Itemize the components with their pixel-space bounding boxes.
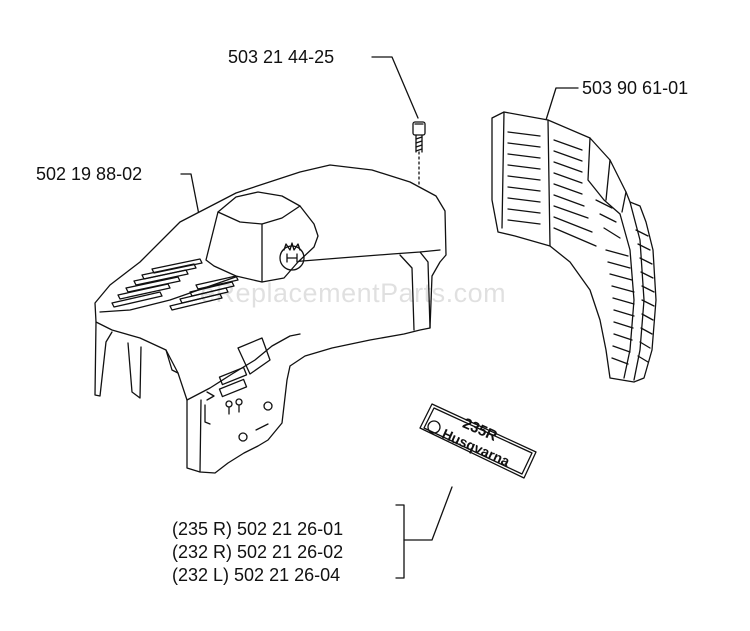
- engine-cover-part: [94, 164, 447, 474]
- decal-variant-232r: (232 R) 502 21 26-02: [172, 542, 344, 562]
- cover-vent-slots: [111, 258, 239, 311]
- decal-variant-235r: (235 R) 502 21 26-01: [172, 519, 344, 539]
- grille-slats: [507, 131, 655, 365]
- part-number-grille: 503 90 61-01: [582, 78, 689, 98]
- leader-line-decal: [395, 486, 453, 579]
- decal-variant-232l: (232 L) 502 21 26-04: [172, 565, 341, 585]
- husqvarna-decal-emblem: [427, 420, 441, 434]
- leader-line-screw: [371, 56, 419, 119]
- husqvarna-logo-emblem: [279, 242, 305, 271]
- leader-line-grille: [545, 87, 579, 121]
- grille-part: [491, 111, 657, 383]
- decal-variant-list: (235 R) 502 21 26-01 (232 R) 502 21 26-0…: [172, 518, 343, 587]
- leader-line-cover: [180, 173, 201, 221]
- part-number-screw: 503 21 44-25: [228, 47, 335, 67]
- part-number-cover: 502 19 88-02: [36, 164, 143, 184]
- decal-part: [419, 403, 537, 479]
- watermark: eReplacementParts.com: [200, 278, 507, 308]
